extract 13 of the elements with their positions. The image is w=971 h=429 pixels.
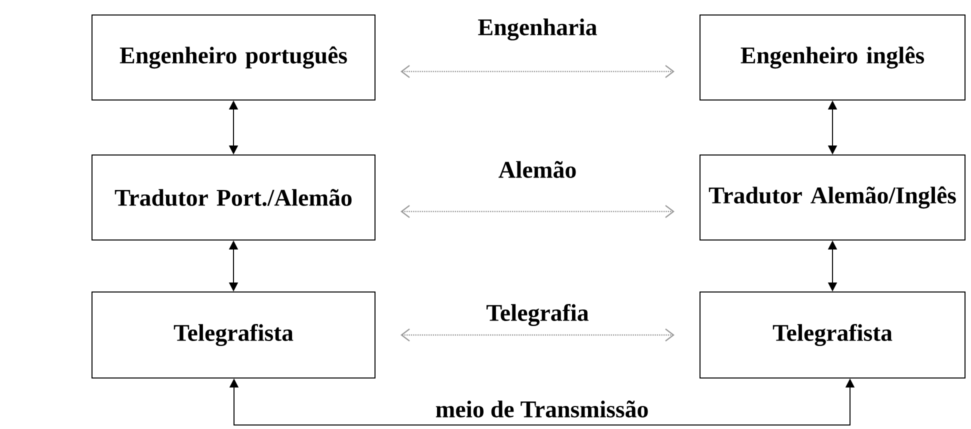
process-box: Engenheiro inglês <box>700 14 966 100</box>
edge-label: Engenharia <box>476 18 598 42</box>
arrow <box>400 65 675 78</box>
edge-label: meio de Transmissão <box>434 400 650 418</box>
process-box: Engenheiro português <box>92 14 376 100</box>
edge-label: Alemão <box>497 160 578 179</box>
process-box: Tradutor Port./Alemão <box>92 154 376 240</box>
edge-label: Telegrafia <box>485 302 590 328</box>
arrow <box>400 205 675 218</box>
arrow <box>400 328 675 342</box>
process-box: Telegrafista <box>700 292 966 378</box>
process-box: Telegrafista <box>92 292 376 378</box>
process-box: Tradutor Alemão/Inglês <box>700 154 966 240</box>
